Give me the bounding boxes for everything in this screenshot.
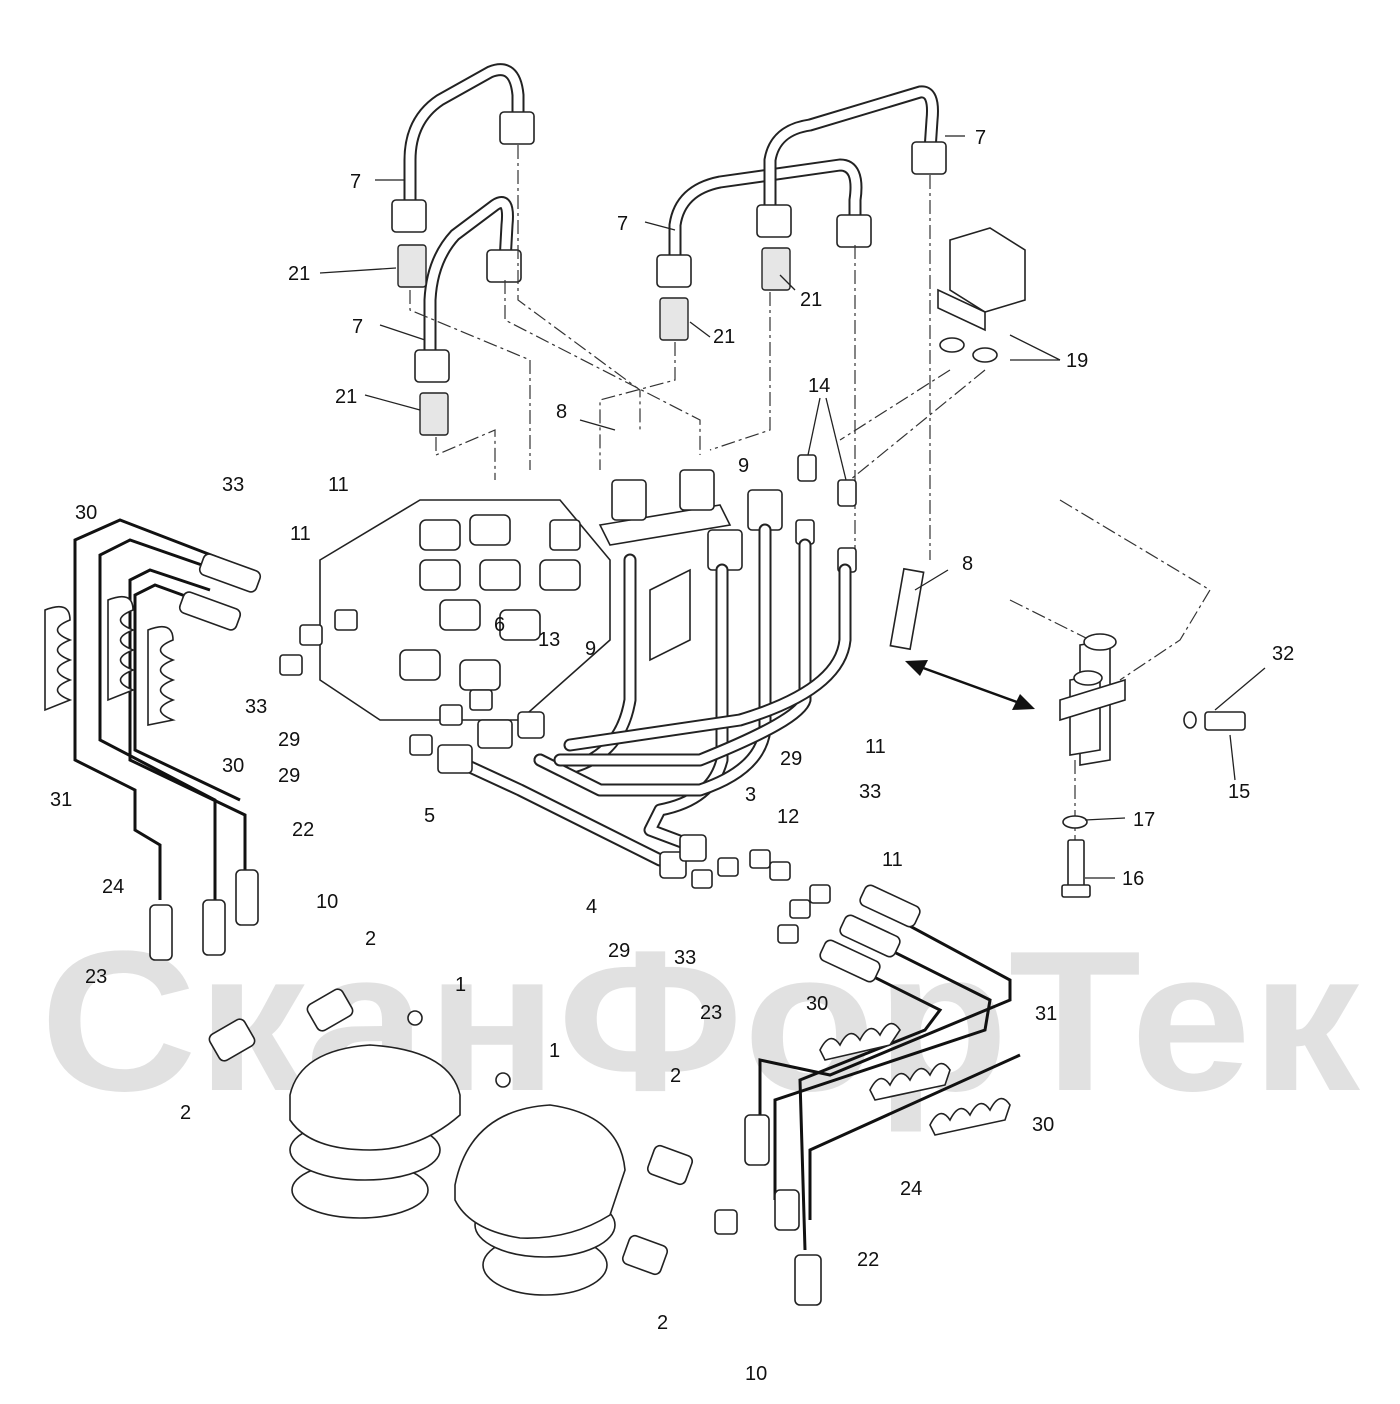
callout-labels: 7 7 7 7 21 21 21 21 8 8 9 9 14 19 33 33 … xyxy=(50,127,1294,1385)
callout-9: 9 xyxy=(738,455,749,477)
callout-29: 29 xyxy=(608,940,630,962)
callout-30: 30 xyxy=(806,993,828,1015)
adapters-21 xyxy=(397,244,791,436)
callout-2: 2 xyxy=(365,928,376,950)
callout-33: 33 xyxy=(859,781,881,803)
callout-9: 9 xyxy=(585,638,596,660)
callout-11: 11 xyxy=(882,849,903,871)
callout-2: 2 xyxy=(657,1312,668,1334)
callout-29: 29 xyxy=(780,748,802,770)
callout-21: 21 xyxy=(800,289,822,311)
callout-30: 30 xyxy=(1032,1114,1054,1136)
left-hoses xyxy=(73,518,262,961)
callout-1: 1 xyxy=(455,974,466,996)
assembly-lines xyxy=(409,145,1211,880)
callout-11: 11 xyxy=(328,474,349,496)
callout-15: 15 xyxy=(1228,781,1250,803)
callout-24: 24 xyxy=(102,876,124,898)
hose-clamps-left xyxy=(44,595,176,726)
callout-10: 10 xyxy=(316,891,338,913)
callout-31: 31 xyxy=(50,789,72,811)
callout-7: 7 xyxy=(975,127,986,149)
callout-23: 23 xyxy=(700,1002,722,1024)
watermark-text: СканФорТек xyxy=(40,910,1361,1133)
swing-joint xyxy=(1059,633,1246,898)
flange-plate xyxy=(598,469,925,662)
hose-clamps-right xyxy=(819,1022,1011,1136)
callout-8: 8 xyxy=(962,553,973,575)
callout-23: 23 xyxy=(85,966,107,988)
callout-13: 13 xyxy=(538,629,560,651)
callout-29: 29 xyxy=(278,729,300,751)
callout-11: 11 xyxy=(865,736,886,758)
callout-21: 21 xyxy=(288,263,310,285)
control-valve-block xyxy=(319,499,611,721)
hydraulic-motor-icon xyxy=(454,1072,738,1296)
callout-21: 21 xyxy=(335,386,357,408)
callout-22: 22 xyxy=(292,819,314,841)
callout-17: 17 xyxy=(1133,809,1155,831)
callout-6: 6 xyxy=(494,614,505,636)
callout-33: 33 xyxy=(222,474,244,496)
return-pipes xyxy=(448,523,852,867)
double-headed-arrow-icon xyxy=(905,660,1035,710)
callout-10: 10 xyxy=(745,1363,767,1385)
callout-22: 22 xyxy=(857,1249,879,1271)
callout-11: 11 xyxy=(290,523,311,545)
callout-5: 5 xyxy=(424,805,435,827)
rigid-pipes xyxy=(403,63,939,367)
callout-7: 7 xyxy=(352,316,363,338)
callout-33: 33 xyxy=(674,947,696,969)
callout-24: 24 xyxy=(900,1178,922,1200)
callout-29: 29 xyxy=(278,765,300,787)
callout-7: 7 xyxy=(350,171,361,193)
callout-2: 2 xyxy=(670,1065,681,1087)
junction-block-19 xyxy=(937,227,1026,363)
callout-1: 1 xyxy=(549,1040,560,1062)
leader-lines xyxy=(319,135,1266,879)
callout-2: 2 xyxy=(180,1102,191,1124)
callout-7: 7 xyxy=(617,213,628,235)
callout-30: 30 xyxy=(222,755,244,777)
callout-30: 30 xyxy=(75,502,97,524)
fittings-14 xyxy=(795,454,857,573)
callout-4: 4 xyxy=(586,896,597,918)
hydraulic-motor-icon xyxy=(208,988,461,1219)
pipe-nuts xyxy=(391,111,947,383)
callout-8: 8 xyxy=(556,401,567,423)
callout-32: 32 xyxy=(1272,643,1294,665)
callout-21: 21 xyxy=(713,326,735,348)
callout-33: 33 xyxy=(245,696,267,718)
callout-31: 31 xyxy=(1035,1003,1057,1025)
callout-12: 12 xyxy=(777,806,799,828)
callout-14: 14 xyxy=(808,375,830,397)
right-hoses xyxy=(744,884,1021,1306)
return-nuts xyxy=(437,711,707,879)
callout-3: 3 xyxy=(745,784,756,806)
callout-19: 19 xyxy=(1066,350,1088,372)
fitting-chain xyxy=(279,609,831,944)
callout-16: 16 xyxy=(1122,868,1144,890)
